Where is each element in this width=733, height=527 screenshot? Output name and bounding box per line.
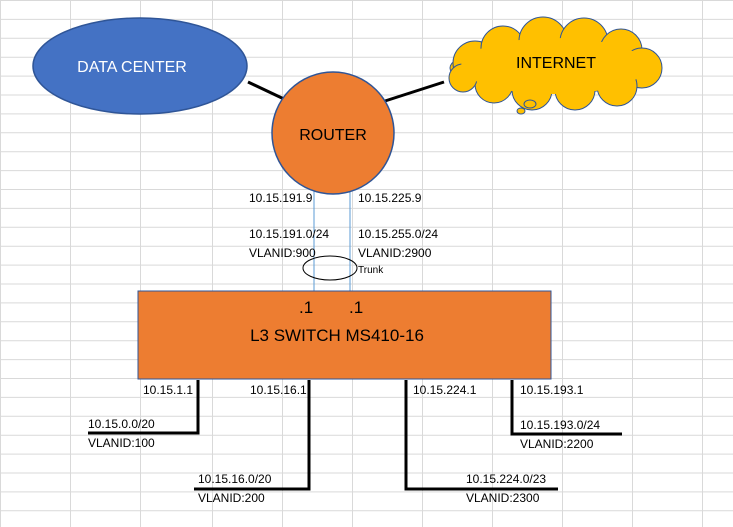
vlan-id: VLANID:2200 (520, 437, 594, 451)
switch-port-right-dot: .1 (349, 298, 363, 317)
router-node[interactable]: ROUTER (271, 71, 395, 195)
vlan-2300-segment: 10.15.224.1 10.15.224.0/23 VLANID:2300 (404, 380, 558, 505)
vlan-id: VLANID:200 (198, 491, 265, 505)
vlan-100-segment: 10.15.1.1 10.15.0.0/20 VLANID:100 (88, 380, 200, 450)
vlan-gateway: 10.15.1.1 (143, 383, 193, 397)
switch-box (137, 290, 552, 380)
switch-port-left-dot: .1 (299, 298, 313, 317)
router-left-ip: 10.15.191.9 (249, 191, 313, 205)
trunk-label: Trunk (358, 265, 384, 276)
vlan-subnet: 10.15.193.0/24 (520, 418, 600, 432)
internet-label: INTERNET (516, 55, 596, 72)
vlan-2200-segment: 10.15.193.1 10.15.193.0/24 VLANID:2200 (510, 380, 622, 451)
trunk-right-subnet: 10.15.255.0/24 (358, 227, 438, 241)
data-center-node[interactable]: DATA CENTER (32, 17, 248, 115)
router-label: ROUTER (299, 127, 367, 144)
trunk-left-vlan: VLANID:900 (249, 246, 316, 260)
trunk-ellipse (302, 255, 358, 281)
vlan-id: VLANID:2300 (466, 491, 540, 505)
trunk-left-subnet: 10.15.191.0/24 (249, 227, 329, 241)
data-center-ellipse (32, 17, 248, 115)
router-internet-link (384, 80, 445, 103)
datacenter-router-link (247, 80, 285, 101)
vlan-subnet: 10.15.224.0/23 (466, 472, 546, 486)
router-right-ip: 10.15.225.9 (358, 191, 422, 205)
vlan-link-line (194, 380, 311, 491)
vlan-gateway: 10.15.193.1 (520, 383, 584, 397)
cloud-shape (448, 16, 663, 115)
internet-node[interactable]: INTERNET (448, 16, 663, 115)
trunk-right-vlan: VLANID:2900 (358, 246, 432, 260)
switch-label: L3 SWITCH MS410-16 (250, 326, 424, 345)
vlan-gateway: 10.15.224.1 (413, 383, 477, 397)
data-center-label: DATA CENTER (77, 59, 187, 76)
vlan-link-line (510, 380, 622, 436)
l3-switch-node[interactable]: .1 .1 L3 SWITCH MS410-16 (137, 290, 552, 380)
vlan-subnet: 10.15.16.0/20 (198, 472, 272, 486)
vlan-link-line (404, 380, 558, 491)
vlan-subnet: 10.15.0.0/20 (88, 417, 155, 431)
vlan-id: VLANID:100 (88, 436, 155, 450)
vlan-link-line (88, 380, 200, 435)
vlan-gateway: 10.15.16.1 (250, 383, 307, 397)
vlan-200-segment: 10.15.16.1 10.15.16.0/20 VLANID:200 (194, 380, 311, 505)
router-circle (271, 71, 395, 195)
